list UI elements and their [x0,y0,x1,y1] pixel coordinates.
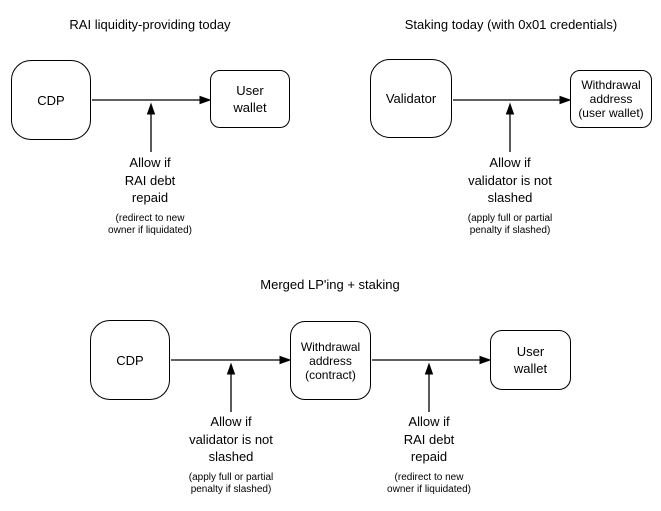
node-cdp-merged: CDP [90,320,170,400]
arrow-withdrawal-contract-to-user-wallet [372,355,492,365]
label-condition-rai-debt-merged: Allow if RAI debt repaid [403,414,455,464]
node-validator: Validator [370,59,452,138]
arrow-validator-to-withdrawal [453,95,572,105]
section-title-staking-today: Staking today (with 0x01 credentials) [404,17,618,32]
arrow-condition-rai-debt-merged [424,362,434,412]
note-redirect-liquidated: (redirect to new owner if liquidated) [108,213,192,236]
note-penalty-slashed: (apply full or partial penalty if slashe… [467,213,553,236]
arrow-condition-not-slashed-merged [226,362,236,412]
node-withdrawal-address-user-wallet: Withdrawal address (user wallet) [570,70,652,128]
node-cdp: CDP [11,60,91,140]
label-condition-not-slashed-merged: Allow if validator is not slashed [189,414,273,464]
node-user-wallet-merged: User wallet [490,330,571,390]
arrow-condition-not-slashed [505,102,515,152]
label-condition-not-slashed: Allow if validator is not slashed [468,155,552,205]
section-title-merged: Merged LP'ing + staking [260,277,400,292]
section-title-lp-today: RAI liquidity-providing today [69,17,231,32]
label-condition-rai-debt: Allow if RAI debt repaid [124,155,176,205]
arrow-cdp-to-withdrawal-contract [171,355,292,365]
note-penalty-slashed-merged: (apply full or partial penalty if slashe… [188,472,274,495]
arrow-condition-rai-debt [146,102,156,152]
arrow-cdp-to-user-wallet [92,95,212,105]
node-user-wallet: User wallet [210,70,290,128]
node-withdrawal-address-contract: Withdrawal address (contract) [290,321,371,400]
note-redirect-liquidated-merged: (redirect to new owner if liquidated) [387,472,471,495]
